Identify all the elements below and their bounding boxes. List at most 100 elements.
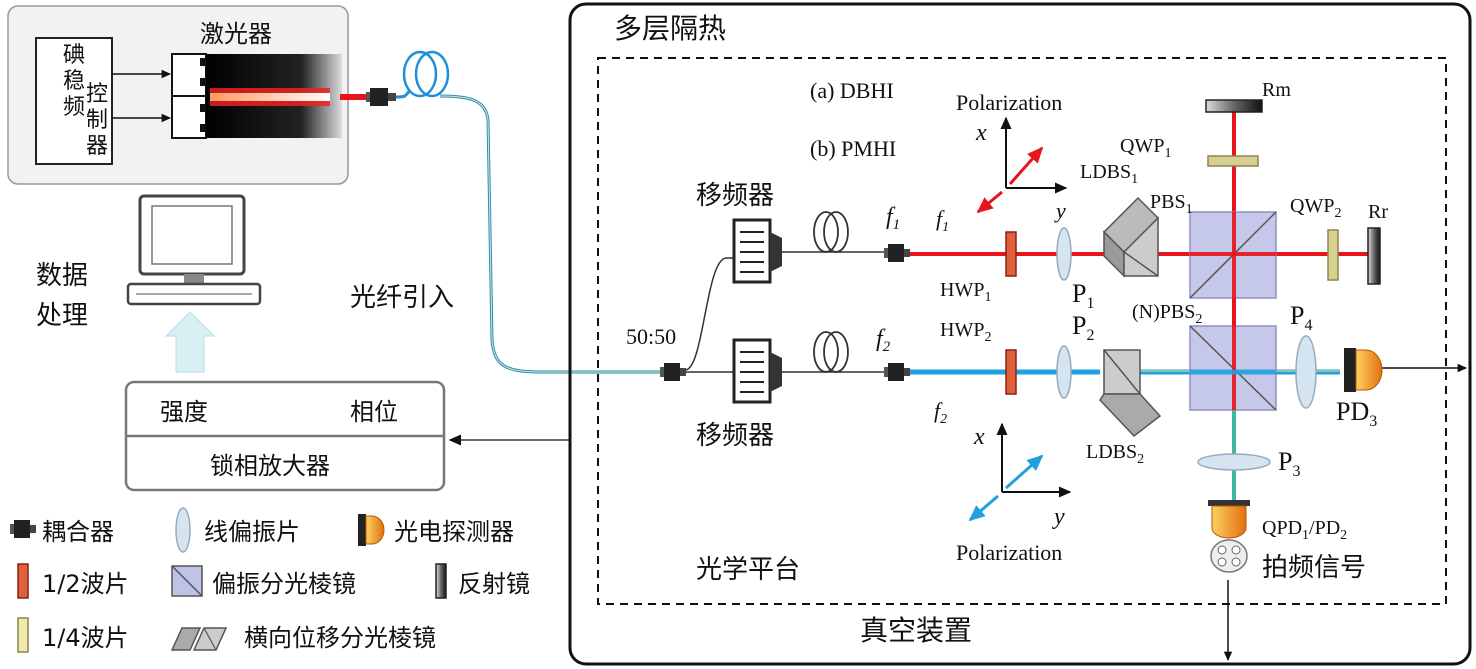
frequency-shifter-bottom [732, 338, 782, 404]
legend-photodetector-icon [358, 514, 385, 546]
p4-label: P4 [1290, 301, 1312, 334]
controller-char-3: 频 [63, 95, 85, 120]
laser-pin [200, 58, 208, 66]
hwp2-plate [1005, 349, 1017, 395]
fiber-line-highlight [439, 95, 668, 373]
rm-label: Rm [1262, 79, 1291, 101]
axis-y-bottom: y [1052, 504, 1065, 530]
polarizer-p1 [1056, 227, 1072, 281]
controller-char-2: 稳 [63, 69, 85, 94]
polarization-top-label: Polarization [956, 90, 1062, 115]
polarization-bottom-label: Polarization [956, 540, 1062, 565]
legend-pbs-label: 偏振分光棱镜 [212, 570, 356, 598]
legend-pbs-icon [171, 565, 203, 597]
axis-x-top: x [975, 120, 987, 146]
qwp1-plate [1207, 155, 1259, 167]
quadrant-photodetector [1208, 500, 1250, 573]
ldbs2-prism [1099, 349, 1162, 438]
p3-label: P3 [1278, 447, 1300, 480]
fiber-coil-input [402, 50, 450, 98]
legend-mirror-icon [435, 563, 447, 599]
legend-ldbs-icon [170, 627, 228, 651]
qwp2-label: QWP2 [1290, 195, 1341, 221]
legend-coupler-icon [10, 520, 36, 538]
lockin-amplifier [124, 380, 446, 492]
pbs2-label: (N)PBS2 [1132, 301, 1202, 327]
optical-platform-label: 光学平台 [696, 555, 800, 585]
data-flow-arrow [164, 311, 216, 373]
legend-quarter-wave-icon [17, 617, 29, 653]
beat-signal-label: 拍频信号 [1262, 553, 1366, 583]
fiber-input-label: 光纤引入 [350, 283, 454, 313]
laser-cavity-core [210, 93, 330, 101]
frequency-shifter-bottom-label: 移频器 [696, 421, 774, 451]
axis-x-bottom: x [973, 424, 985, 450]
qpd-label: QPD1/PD2 [1262, 517, 1347, 543]
laser-pin [200, 104, 208, 112]
photodetector-pd3 [1344, 348, 1383, 392]
iodine-controller-text: 碘 稳 频 控 制 器 [63, 43, 108, 159]
legend-ldbs-label: 横向位移分光棱镜 [244, 624, 436, 652]
mode-b-label: (b) PMHI [810, 136, 896, 161]
collimator-f1 [884, 244, 910, 262]
collimator-f2 [884, 363, 910, 381]
frequency-shifter-top [732, 218, 782, 284]
lockin-intensity-label: 强度 [160, 398, 208, 426]
legend-mirror-label: 反射镜 [458, 570, 530, 598]
insulation-label: 多层隔热 [614, 12, 726, 45]
polarizer-p4 [1295, 335, 1317, 409]
controller-char-5: 制 [86, 108, 108, 133]
splitter-coupler [660, 363, 686, 381]
ldbs2-label: LDBS2 [1086, 441, 1144, 467]
laser-module: 碘 稳 频 控 制 器 激光器 [7, 5, 349, 185]
p1-label: P1 [1072, 279, 1094, 312]
laser-title: 激光器 [200, 20, 272, 48]
iodine-controller-box [35, 37, 113, 165]
pbs1-label: PBS1 [1150, 191, 1193, 217]
hwp1-plate [1005, 231, 1017, 277]
polarizer-p3 [1197, 453, 1271, 471]
hwp2-label: HWP2 [940, 319, 991, 345]
frequency-shifter-top-label: 移频器 [696, 181, 774, 211]
legend-polarizer-label: 线偏振片 [204, 518, 300, 546]
vacuum-chamber [568, 2, 1472, 666]
qwp1-label: QWP1 [1120, 135, 1171, 161]
fiber-coil-bottom [813, 331, 849, 373]
controller-char-1: 碘 [63, 43, 85, 68]
controller-char-6: 器 [86, 134, 108, 159]
fiber-segment [395, 89, 412, 99]
legend: 耦合器 线偏振片 光电探测器 1/2波片 偏振分光棱镜 反射镜 1/4波片 [10, 507, 530, 653]
fiber-to-top-shifter [685, 257, 734, 371]
controller-char-4: 控 [86, 82, 108, 107]
multilayer-insulation [597, 57, 1447, 605]
mode-a-label: (a) DBHI [810, 78, 894, 103]
fiber-coupler-input [366, 88, 396, 106]
legend-coupler-label: 耦合器 [42, 518, 114, 546]
legend-photodetector-label: 光电探测器 [394, 518, 514, 546]
y-label-near-p1: y [1054, 198, 1066, 223]
ldbs1-prism [1102, 196, 1160, 278]
computer-icon [126, 194, 262, 306]
lockin-phase-label: 相位 [350, 398, 398, 426]
qwp2-plate [1327, 229, 1339, 281]
legend-quarter-wave-label: 1/4波片 [42, 624, 129, 652]
data-processing-label-2: 处理 [36, 301, 88, 331]
legend-half-wave-label: 1/2波片 [42, 570, 129, 598]
legend-half-wave-icon [17, 563, 29, 599]
polarization-diagram-bottom [968, 422, 1072, 522]
rr-label: Rr [1368, 201, 1388, 223]
f2-beam-label: f2 [934, 398, 947, 427]
legend-polarizer-icon [175, 507, 191, 553]
lockin-title: 锁相放大器 [210, 452, 330, 480]
pd3-label: PD3 [1336, 397, 1377, 430]
p2-label: P2 [1072, 311, 1094, 344]
splitter-label: 50:50 [626, 324, 676, 349]
laser-pin [200, 124, 208, 132]
f1-beam-label: f1 [936, 206, 949, 235]
f2-collimator-label: f2 [876, 326, 891, 355]
mirror-rm [1205, 99, 1263, 113]
mirror-rr [1367, 227, 1381, 285]
polarizer-p2 [1056, 345, 1072, 399]
polarization-diagram-top [976, 116, 1068, 214]
